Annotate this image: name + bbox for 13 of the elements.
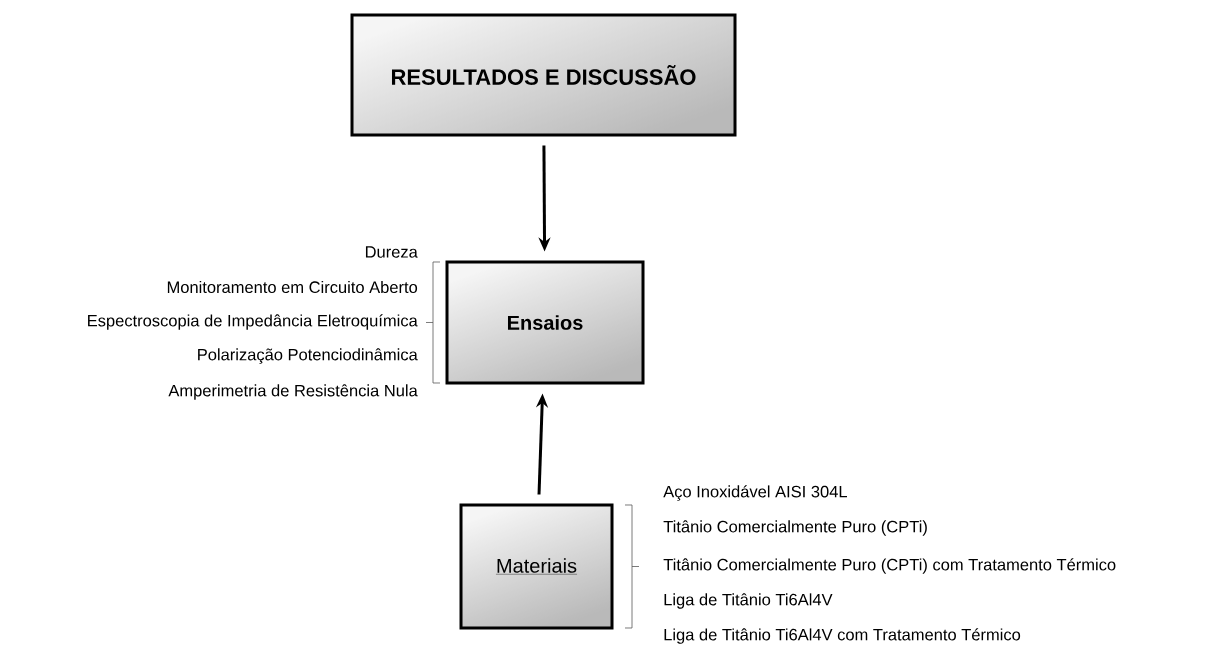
list-item: Liga de Titânio Ti6Al4V com Tratamento Térmico [664, 628, 1021, 644]
process-box: Materiais [459, 503, 614, 630]
list-item: Aço Inoxidável AISI 304L [663, 485, 847, 501]
list-item: Amperimetria de Resistência Nula [168, 384, 418, 400]
process-box: Ensaios [445, 260, 645, 385]
list-item: Espectroscopia de Impedância Eletroquímica [88, 314, 418, 330]
list-item: Liga de Titânio Ti6Al4V [664, 593, 833, 609]
list-item: Titânio Comercialmente Puro (CPTi) com Tratamento Térmico [663, 558, 1116, 574]
list-item: Titânio Comercialmente Puro (CPTi) [663, 520, 927, 536]
list-item: Monitoramento em Circuito Aberto [167, 280, 418, 294]
list-item: Polarização Potenciodinâmica [198, 348, 418, 364]
list-item: Dureza [365, 246, 418, 258]
process-box: RESULTADOS E DISCUSSÃO [350, 13, 737, 137]
